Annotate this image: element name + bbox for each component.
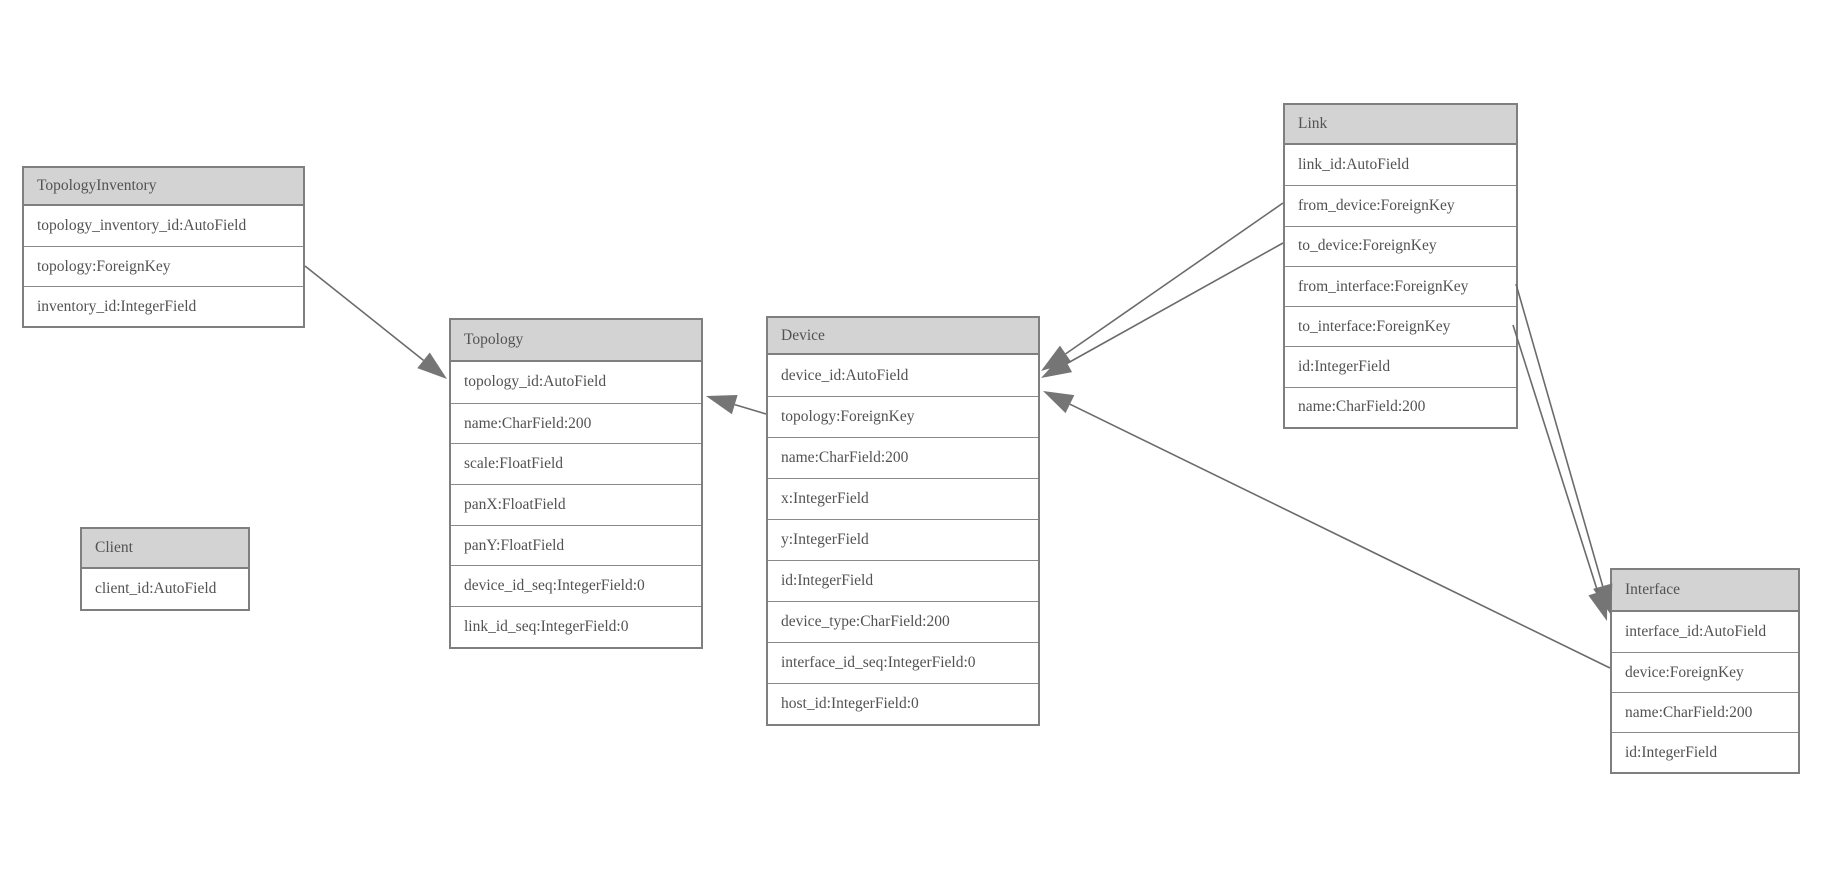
entity-field-row: y:IntegerField	[768, 519, 1038, 560]
entity-field-row: name:CharField:200	[451, 402, 701, 444]
relationship-arrowhead	[1588, 589, 1608, 621]
entity-field-row: scale:FloatField	[451, 443, 701, 485]
entity-title: Device	[768, 318, 1038, 355]
entity-title: Topology	[451, 320, 701, 362]
entity-field-row: device_type:CharField:200	[768, 601, 1038, 642]
entity-field-row: device_id:AutoField	[768, 355, 1038, 396]
entity-field-row: to_interface:ForeignKey	[1285, 306, 1516, 347]
entity-field-row: interface_id:AutoField	[1612, 612, 1798, 652]
entity-field-row: device:ForeignKey	[1612, 652, 1798, 692]
relationship-line-link-to_interface	[1512, 324, 1599, 593]
entity-field-row: name:CharField:200	[768, 437, 1038, 478]
entity-field-row: inventory_id:IntegerField	[24, 286, 303, 326]
entity-field-row: to_device:ForeignKey	[1285, 225, 1516, 266]
relationship-arrowhead	[1043, 391, 1075, 414]
entity-field-row: link_id_seq:IntegerField:0	[451, 606, 701, 647]
entity-field-row: id:IntegerField	[768, 560, 1038, 601]
relationship-line-link-from_interface	[1515, 283, 1604, 587]
entity-title: Link	[1285, 105, 1516, 145]
relationship-line-link-to_device	[1066, 242, 1284, 365]
relationship-line-interface-device	[1069, 403, 1611, 669]
entity-field-row: panY:FloatField	[451, 524, 701, 566]
entity-field-row: panX:FloatField	[451, 484, 701, 525]
entity-title: Interface	[1612, 570, 1798, 612]
entity-field-row: interface_id_seq:IntegerField:0	[768, 642, 1038, 683]
entity-title: Client	[82, 529, 248, 569]
entity-field-row: id:IntegerField	[1285, 346, 1516, 387]
entity-field-row: name:CharField:200	[1285, 386, 1516, 428]
entity-field-row: device_id_seq:IntegerField:0	[451, 565, 701, 607]
entity-field-row: topology_inventory_id:AutoField	[24, 206, 303, 246]
entity-field-row: id:IntegerField	[1612, 732, 1798, 772]
entity-field-row: name:CharField:200	[1612, 692, 1798, 732]
entity-field-row: x:IntegerField	[768, 478, 1038, 519]
entity-field-row: link_id:AutoField	[1285, 145, 1516, 186]
entity-field-row: from_device:ForeignKey	[1285, 185, 1516, 226]
relationship-line-device-topology	[734, 403, 767, 415]
relationship-arrowhead	[706, 395, 738, 415]
relationship-arrowhead	[1041, 354, 1073, 378]
entity-field-row: topology:ForeignKey	[24, 246, 303, 286]
entity-title: TopologyInventory	[24, 168, 303, 206]
entity-field-row: topology_id:AutoField	[451, 362, 701, 403]
relationship-arrowhead	[1041, 345, 1072, 371]
entity-field-row: client_id:AutoField	[82, 569, 248, 609]
relationship-line-topology-inventory-topology	[304, 265, 425, 361]
relationship-line-link-from_device	[1065, 202, 1284, 355]
entity-field-row: from_interface:ForeignKey	[1285, 265, 1516, 307]
entity-field-row: host_id:IntegerField:0	[768, 683, 1038, 724]
entity-field-row: topology:ForeignKey	[768, 396, 1038, 437]
relationship-arrowhead	[417, 352, 447, 379]
